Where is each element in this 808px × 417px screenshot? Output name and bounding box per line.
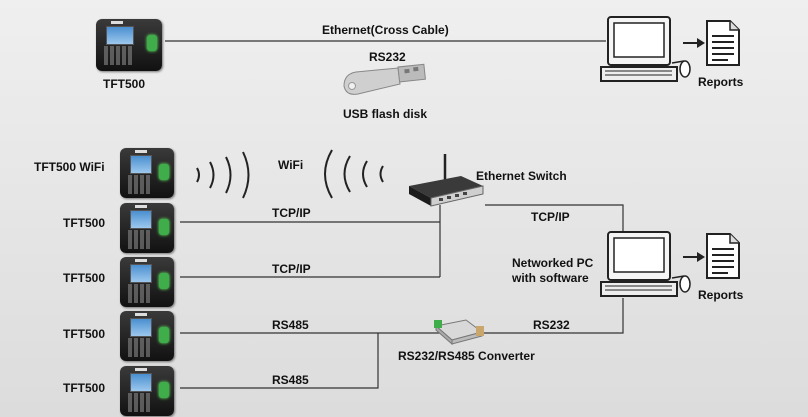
terminal-device-rs485-2 — [120, 366, 174, 416]
usb-flash-disk-icon — [343, 63, 426, 95]
ethernet-switch-icon — [409, 154, 484, 207]
networked-pc-label-line1: Networked PC — [512, 256, 594, 270]
device-label-wifi: TFT500 WiFi — [34, 160, 105, 174]
arrow-icon-top — [683, 38, 705, 48]
rs232-label-top: RS232 — [369, 50, 406, 64]
rs485-label-1: RS485 — [272, 318, 309, 332]
report-document-icon-networked — [706, 233, 740, 279]
wifi-label: WiFi — [278, 158, 304, 172]
converter-rs232-label: RS232 — [533, 318, 570, 332]
reports-label-top: Reports — [698, 75, 744, 89]
terminal-device-tcpip-2 — [120, 257, 174, 307]
converter-label: RS232/RS485 Converter — [398, 349, 535, 363]
terminal-device-top — [96, 19, 162, 71]
ethernet-switch-label: Ethernet Switch — [476, 169, 567, 183]
switch-tcpip-label: TCP/IP — [531, 210, 570, 224]
arrow-icon-networked — [683, 252, 705, 262]
report-document-icon-top — [706, 20, 740, 66]
device-label-rs485-2: TFT500 — [63, 381, 106, 395]
device-label-rs485-1: TFT500 — [63, 327, 106, 341]
networked-pc-label-line2: with software — [512, 271, 589, 285]
computer-icon-top — [600, 16, 691, 82]
rs485-label-2: RS485 — [272, 373, 309, 387]
usb-flash-disk-label: USB flash disk — [343, 107, 428, 121]
top-device-label: TFT500 — [103, 77, 146, 91]
switch-to-pc-line — [485, 204, 624, 233]
terminal-device-wifi — [120, 148, 174, 198]
tcpip-label-1: TCP/IP — [272, 206, 311, 220]
tcpip-label-2: TCP/IP — [272, 262, 311, 276]
rs232-rs485-converter-icon — [434, 319, 484, 346]
terminal-device-tcpip-1 — [120, 203, 174, 253]
computer-icon-networked — [600, 231, 691, 297]
wifi-waves-right — [324, 149, 384, 199]
terminal-device-rs485-1 — [120, 311, 174, 361]
wifi-waves-left — [196, 151, 250, 199]
reports-label-networked: Reports — [698, 288, 744, 302]
rs232-to-pc-line — [480, 298, 624, 334]
rs485-line-2 — [180, 333, 379, 389]
device-label-tcpip-1: TFT500 — [63, 216, 106, 230]
ethernet-cable-label: Ethernet(Cross Cable) — [322, 23, 449, 37]
device-label-tcpip-2: TFT500 — [63, 271, 106, 285]
